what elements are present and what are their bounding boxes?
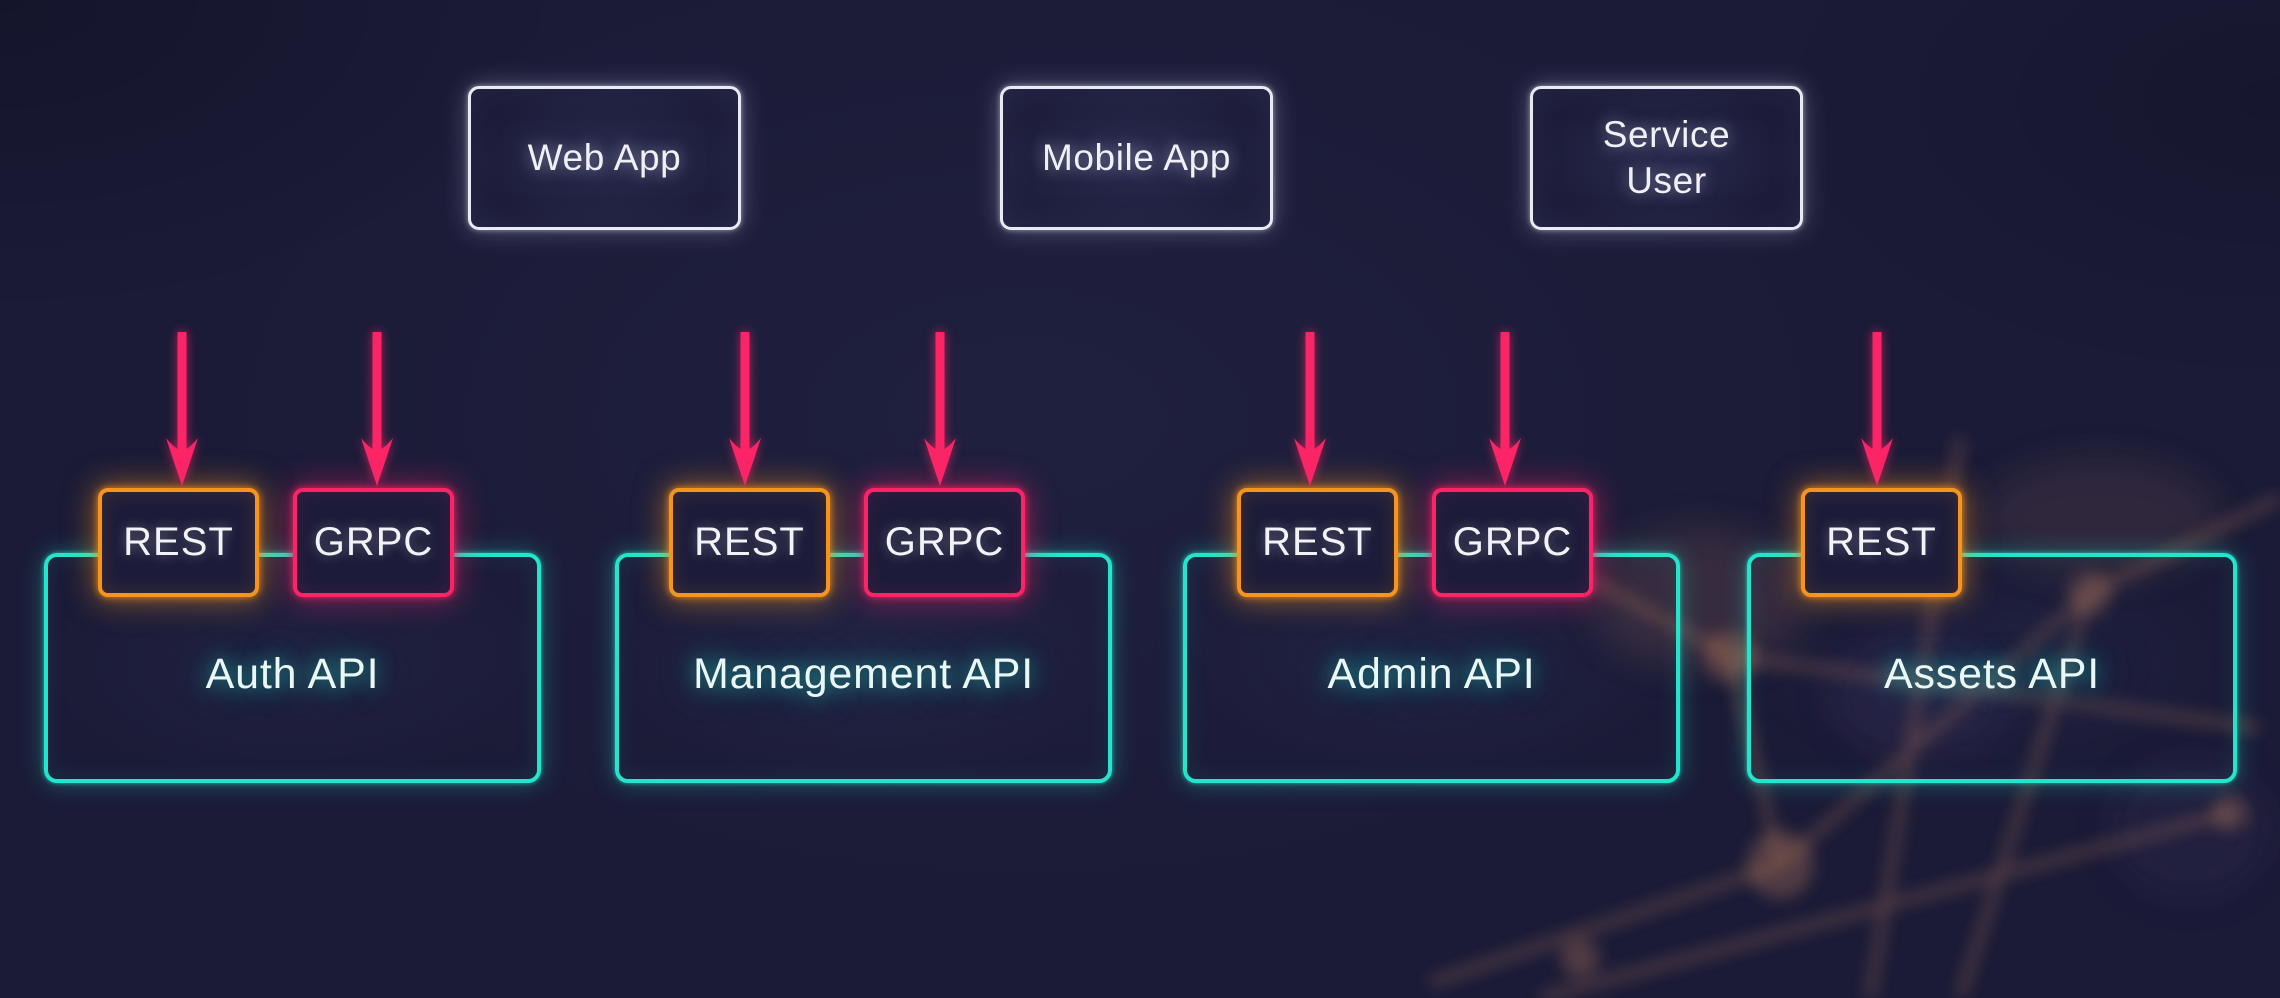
endpoint-label-auth-rest: REST <box>123 520 234 564</box>
client-label-mobile-app: Mobile App <box>1041 136 1232 178</box>
endpoint-box-admin-grpc: GRPC <box>1432 488 1593 597</box>
flow-arrow-assets-rest <box>1861 332 1893 486</box>
client-box-service-user: Service User <box>1530 86 1803 230</box>
client-label-web-app: Web App <box>527 136 682 178</box>
endpoint-box-assets-rest: REST <box>1801 488 1962 597</box>
endpoint-label-admin-rest: REST <box>1262 520 1373 564</box>
client-box-web-app: Web App <box>468 86 741 230</box>
flow-arrow-auth-grpc <box>361 332 393 486</box>
flow-arrow-admin-grpc <box>1489 332 1521 486</box>
endpoint-label-management-grpc: GRPC <box>884 520 1005 564</box>
api-group-auth: Auth API REST GRPC <box>44 488 541 783</box>
api-group-management: Management API REST GRPC <box>615 488 1112 783</box>
api-label-assets: Assets API <box>1884 649 2100 698</box>
flow-arrow-auth-rest <box>166 332 198 486</box>
api-label-management: Management API <box>692 649 1035 698</box>
client-label-service-user: Service User <box>1602 113 1731 201</box>
endpoint-box-management-rest: REST <box>669 488 830 597</box>
endpoint-label-auth-grpc: GRPC <box>313 520 434 564</box>
api-group-assets: Assets API REST <box>1747 488 2237 783</box>
client-box-mobile-app: Mobile App <box>1000 86 1273 230</box>
flow-arrow-management-rest <box>729 332 761 486</box>
endpoint-label-assets-rest: REST <box>1826 520 1937 564</box>
endpoint-box-auth-grpc: GRPC <box>293 488 454 597</box>
endpoint-box-management-grpc: GRPC <box>864 488 1025 597</box>
endpoint-box-auth-rest: REST <box>98 488 259 597</box>
flow-arrow-management-grpc <box>924 332 956 486</box>
plexus-decoration <box>1428 437 2280 998</box>
endpoint-label-admin-grpc: GRPC <box>1452 520 1573 564</box>
endpoint-label-management-rest: REST <box>694 520 805 564</box>
api-label-auth: Auth API <box>205 649 380 698</box>
api-label-admin: Admin API <box>1327 649 1536 698</box>
flow-arrow-admin-rest <box>1294 332 1326 486</box>
api-group-admin: Admin API REST GRPC <box>1183 488 1680 783</box>
endpoint-box-admin-rest: REST <box>1237 488 1398 597</box>
